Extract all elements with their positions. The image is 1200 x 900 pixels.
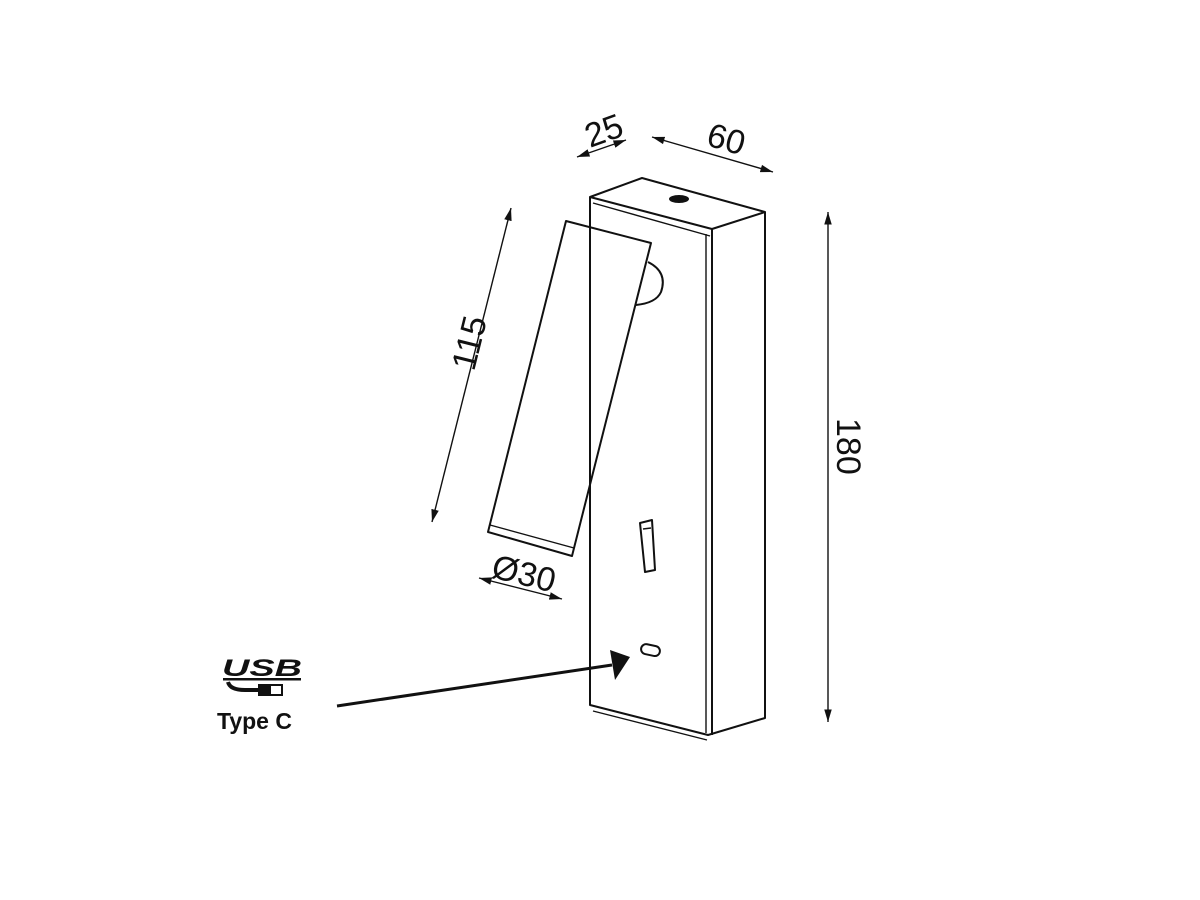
width-dimension-line	[651, 136, 774, 173]
diameter-dimension-line	[478, 577, 563, 600]
arm-length-dimension-label: 115	[445, 312, 495, 374]
mounting-hole-icon	[669, 195, 689, 203]
usb-type-label: Type C	[217, 708, 292, 734]
depth-dimension-line	[576, 139, 627, 158]
width-dimension-label: 60	[703, 116, 750, 163]
depth-dimension-label: 25	[580, 107, 629, 156]
rocker-switch-icon	[639, 519, 656, 573]
usb-callout-arrow	[336, 650, 630, 708]
lamp-body	[589, 177, 766, 741]
usb-logo-icon: USB	[222, 655, 302, 696]
diameter-dimension-label: Ø30	[488, 548, 560, 600]
usb-c-port-icon	[640, 643, 661, 658]
height-dimension-label: 180	[829, 418, 867, 475]
arm-length-dimension-line	[431, 207, 512, 523]
hinge-joint	[635, 261, 664, 306]
lamp-head	[487, 220, 652, 557]
svg-text:USB: USB	[222, 655, 302, 682]
